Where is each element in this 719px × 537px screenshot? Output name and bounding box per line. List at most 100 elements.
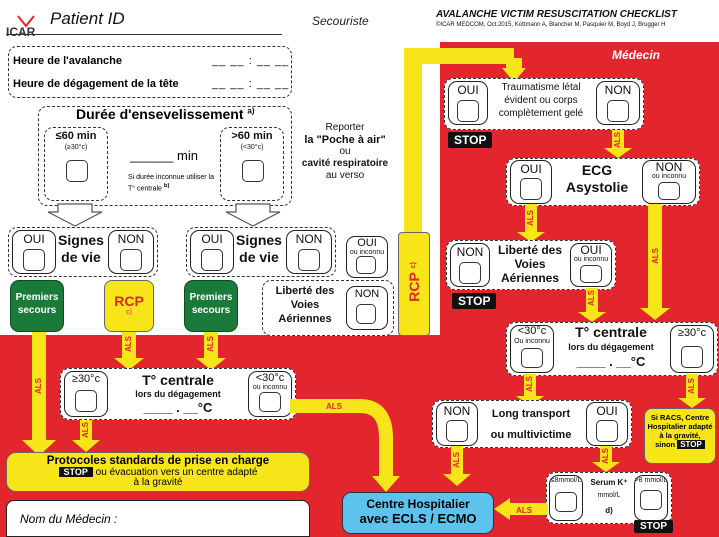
air-pocket-line4: cavité respiratoire <box>301 158 389 169</box>
trauma-text1: Traumatisme létal <box>501 82 581 93</box>
rcp-connector-horizontal <box>404 48 514 64</box>
med-airway-line3: Aériennes <box>500 271 560 285</box>
arrow-transport-oui-head <box>592 462 620 472</box>
left-temp-blank[interactable]: ____ . __°C <box>143 400 213 415</box>
medecin-title: Médecin <box>612 48 661 62</box>
rcp-vertical-text: RCP <box>406 272 422 302</box>
potassium-high-checkbox[interactable] <box>640 490 662 510</box>
arrow-first-aid-down <box>204 332 218 360</box>
als-first-aid-down: ALS <box>206 336 215 352</box>
als-temp-lt30: ALS <box>525 376 534 392</box>
med-temp-lt30-sub: Ou inconnu <box>514 338 550 345</box>
first-aid-left: Premiers secours <box>10 280 64 332</box>
protocols-line3: à la gravité <box>133 477 183 488</box>
arrow-transport-non <box>451 446 463 476</box>
rcp-connector-vertical <box>404 48 422 238</box>
le60-checkbox[interactable] <box>66 160 88 182</box>
racs-box: Si RACS, Centre Hospitalier adapté à la … <box>644 408 716 464</box>
rcp-box: RCP c) <box>104 280 154 332</box>
left-temp-title: T° centrale <box>142 372 214 388</box>
transport-non-label: NON <box>443 404 471 418</box>
min-blank[interactable]: ______ min <box>130 148 198 163</box>
potassium-unit[interactable]: mmol/L <box>597 492 621 499</box>
logo: ICAR <box>4 12 46 39</box>
doctor-name-label: Nom du Médecin : <box>20 512 118 526</box>
med-temp-blank[interactable]: ____ . __°C <box>576 354 646 369</box>
gt60-label: >60 min <box>231 130 273 142</box>
arrow-left-als <box>32 332 46 444</box>
vital-left-label1: Signes <box>58 232 104 248</box>
arrow-transport-non-head <box>443 474 471 486</box>
rcp-vertical-bar <box>398 232 430 336</box>
head-time-field[interactable]: __ __ : __ __ <box>212 78 290 90</box>
ecg-non-checkbox[interactable] <box>658 182 680 200</box>
trauma-non-checkbox[interactable] <box>607 100 629 122</box>
med-temp-ge30-checkbox[interactable] <box>681 346 703 368</box>
gt60-checkbox[interactable] <box>242 160 264 182</box>
als-potassium: ALS <box>516 506 532 515</box>
transport-line2: ou multivictime <box>490 429 572 441</box>
med-temp-title: T° centrale <box>575 324 647 340</box>
hospital-box: Centre Hospitalier avec ECLS / ECMO <box>342 492 494 534</box>
credits: ©ICAR MEDCOM, Oct.2015, Kottmann A, Blan… <box>436 22 666 28</box>
racs-line1: Si RACS, Centre <box>650 413 710 422</box>
airway-label: Liberté des Voies Aériennes <box>266 284 344 326</box>
left-temp-lt30-checkbox[interactable] <box>259 392 281 412</box>
vital-right-non-checkbox[interactable] <box>298 249 320 271</box>
racs-line4-row: sinon STOP <box>645 440 715 449</box>
gt60-sub: (<30°c) <box>240 144 264 151</box>
unknown-note: Si durée inconnue utiliser la T° central… <box>128 174 220 193</box>
potassium-title: Serum K⁺ <box>590 478 628 487</box>
potassium-high-label: >8 mmol/L <box>634 477 668 484</box>
airway-non-label: NON <box>354 288 380 300</box>
transport-non-checkbox[interactable] <box>446 420 468 442</box>
racs-line4: sinon <box>655 440 676 449</box>
unknown-note-text: Si durée inconnue utiliser la T° central… <box>128 174 214 193</box>
protocols-line2-row: STOP ou évacuation vers un centre adapté <box>7 467 309 478</box>
med-temp-lt30-checkbox[interactable] <box>521 348 543 368</box>
first-aid-left-line2: secours <box>17 305 57 316</box>
transport-oui-label: OUI <box>596 404 618 418</box>
trauma-oui-checkbox[interactable] <box>457 100 479 122</box>
racs-line2: Hospitalier adapté <box>647 422 713 431</box>
vital-left-oui-checkbox[interactable] <box>23 249 45 271</box>
potassium-low-label: ≤8mmol/L <box>550 477 582 484</box>
trauma-stop: STOP <box>448 132 493 148</box>
arrow-ecg-oui <box>525 204 537 234</box>
left-temp-ge30-checkbox[interactable] <box>75 390 97 412</box>
med-airway-stop: STOP <box>452 293 497 309</box>
vital-left-non-checkbox[interactable] <box>120 249 142 271</box>
ecg-oui-checkbox[interactable] <box>520 178 542 200</box>
svg-text:ICAR: ICAR <box>6 25 36 38</box>
vital-right-oui-checkbox[interactable] <box>201 249 223 271</box>
protocols-box: Protocoles standards de prise en charge … <box>6 452 310 492</box>
arrow-ecg-non <box>648 204 662 310</box>
arrow-ecg-oui-head <box>517 232 545 242</box>
rcp-connector-arrow <box>502 58 526 82</box>
airway-oui-label: OUI <box>357 237 377 249</box>
rcp-box-sup: c) <box>126 309 132 316</box>
transport-line1: Long transport <box>491 408 571 420</box>
airway-oui-checkbox[interactable] <box>356 256 376 274</box>
airway-label2: Voies <box>290 299 320 311</box>
potassium-low-checkbox[interactable] <box>555 492 577 512</box>
arrow-transport-oui <box>600 446 612 464</box>
rcp-vertical-label: RCP c) <box>406 262 422 302</box>
left-temp-lt30-label: <30°c <box>255 372 285 384</box>
airway-non-checkbox[interactable] <box>356 304 376 324</box>
le60-sub: (≥30°c) <box>64 144 88 151</box>
doctor-name-box[interactable] <box>6 500 310 537</box>
hospital-line1: Centre Hospitalier <box>366 497 470 511</box>
med-airway-non-checkbox[interactable] <box>459 262 481 284</box>
als-transport-oui: ALS <box>601 448 610 464</box>
arrow-temp-lt30 <box>524 374 536 398</box>
med-airway-oui-checkbox[interactable] <box>580 265 602 283</box>
avalanche-time-field[interactable]: __ __ : __ __ <box>212 55 290 67</box>
transport-oui-checkbox[interactable] <box>596 420 618 442</box>
als-ecg-non: ALS <box>651 248 660 264</box>
als-rcp-down: ALS <box>124 336 133 352</box>
trauma-oui-label: OUI <box>457 83 479 97</box>
rcp-vertical-sup: c) <box>410 262 417 269</box>
transport-label: Long transport ou multivictime <box>478 404 584 446</box>
ecg-oui-label: OUI <box>520 162 542 176</box>
